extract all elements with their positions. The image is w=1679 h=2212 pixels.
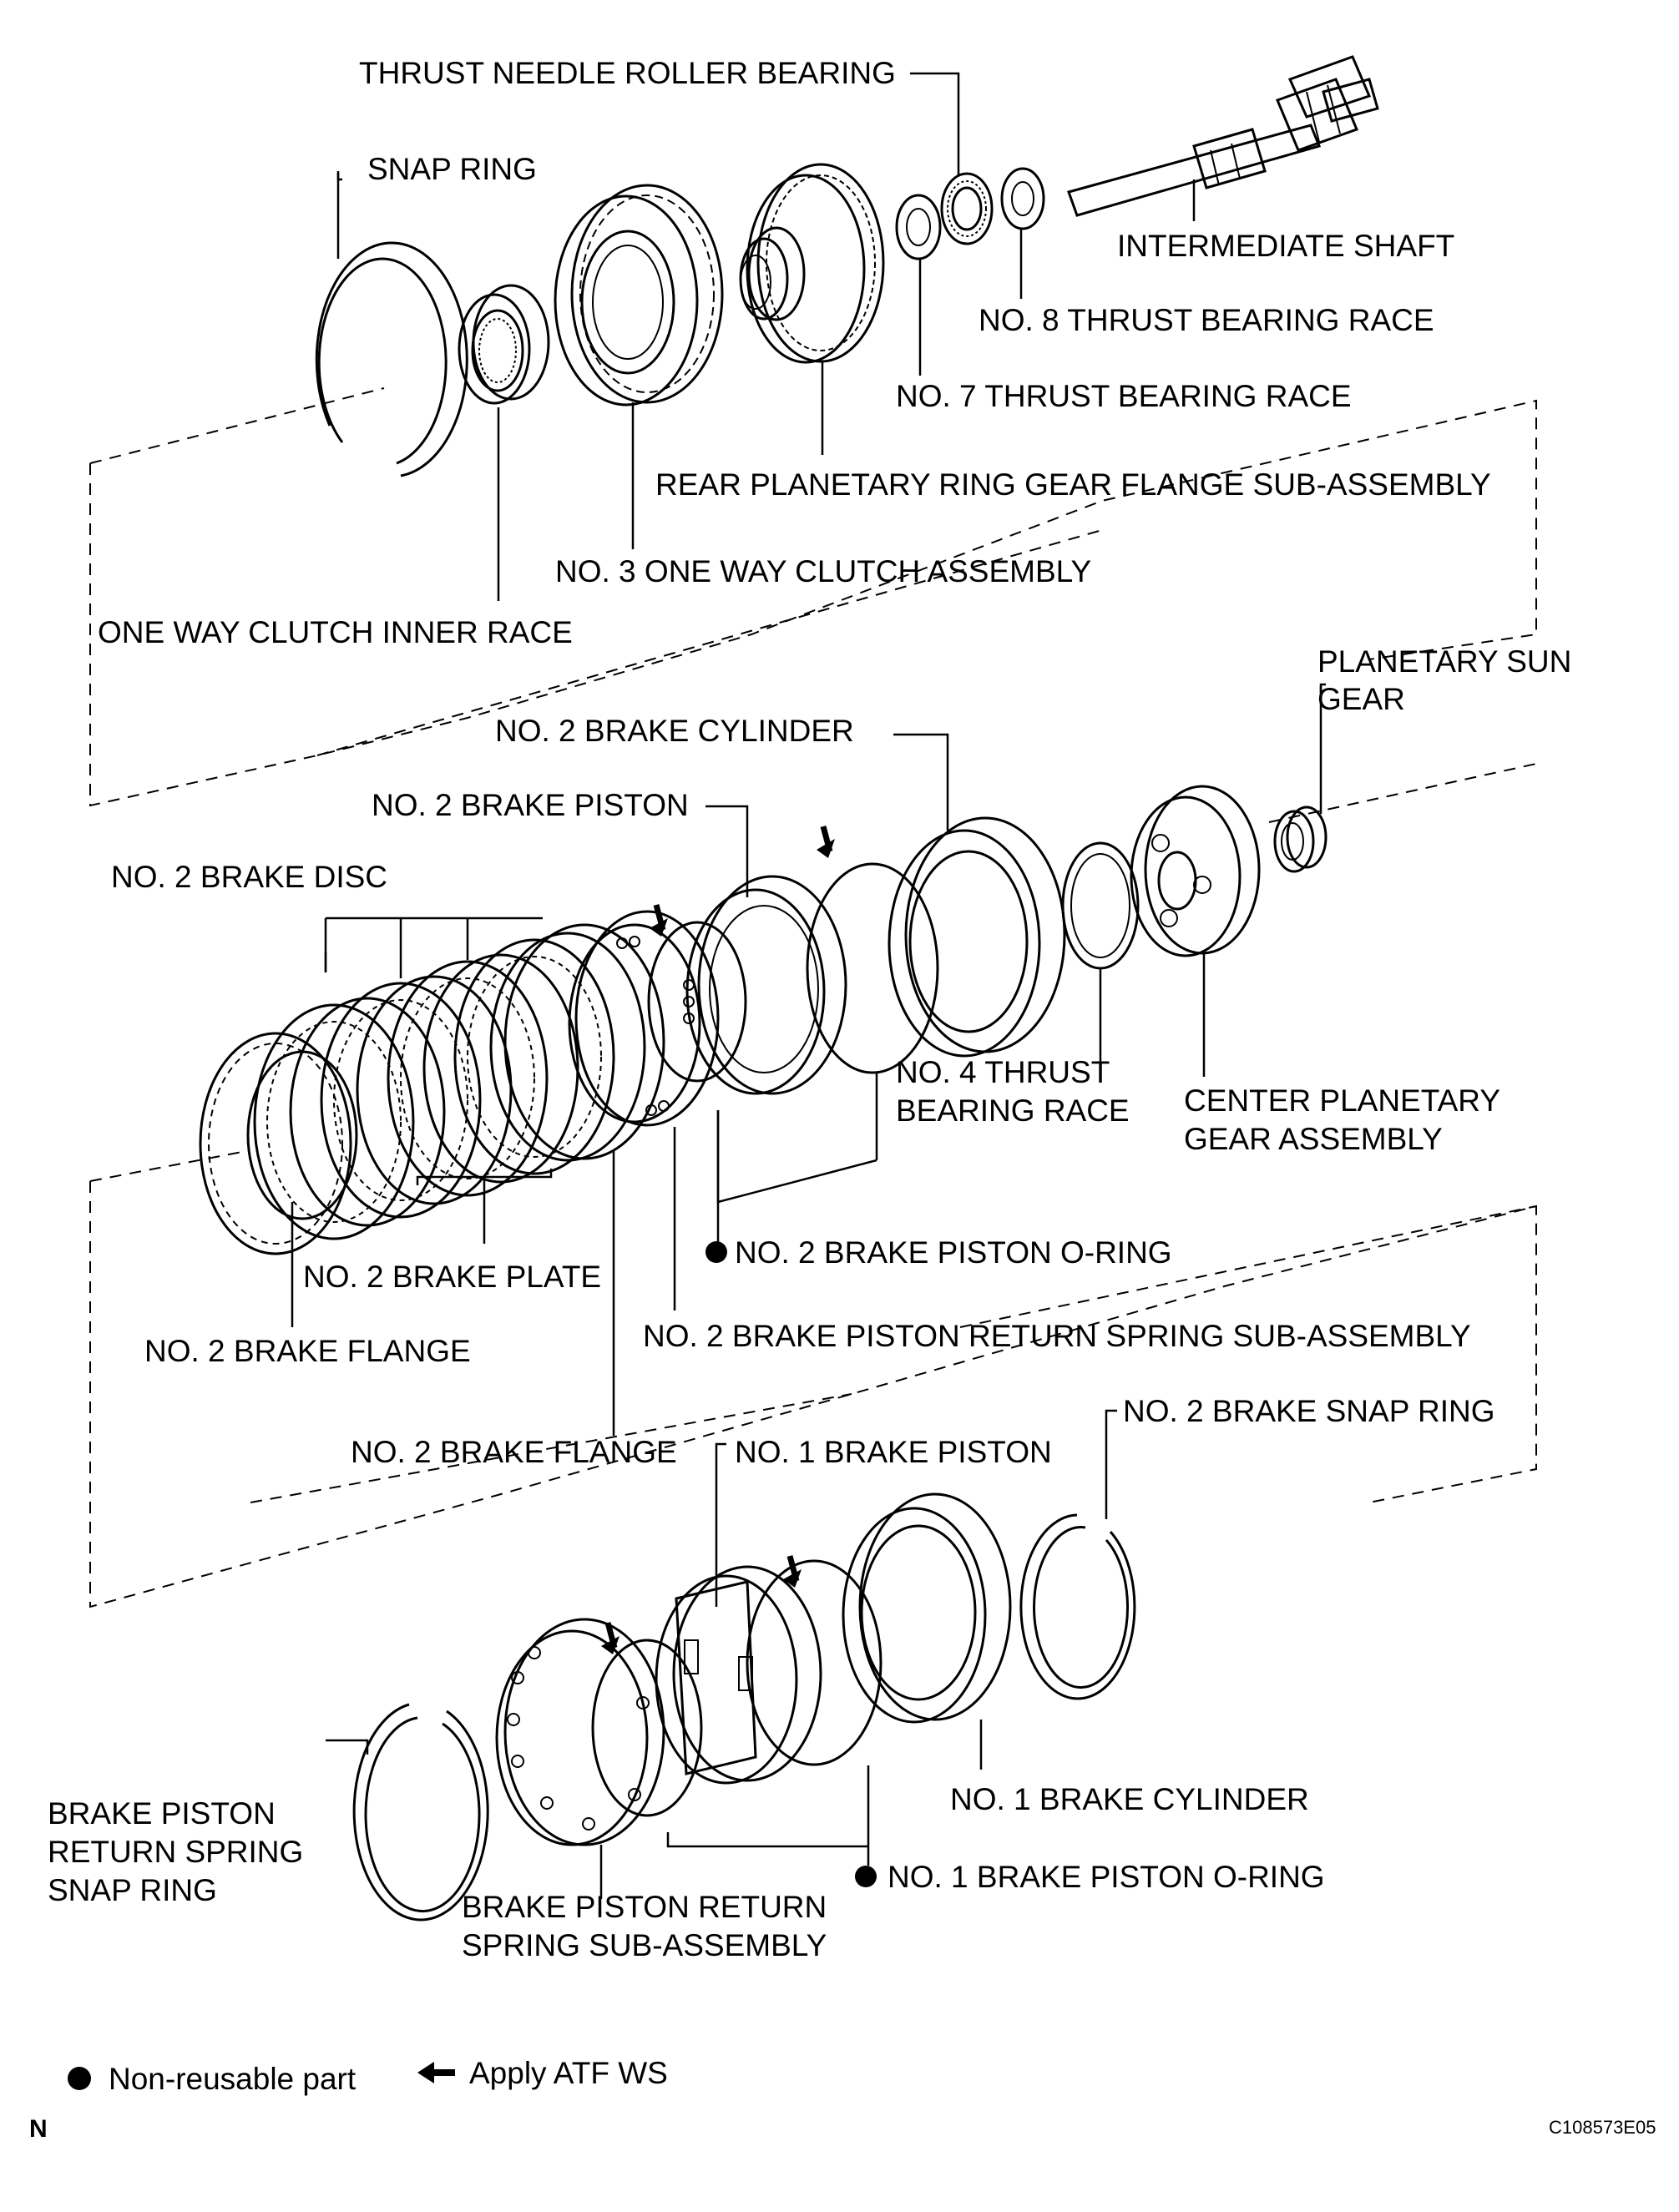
legend-apply-atf-label: Apply ATF WS <box>469 2056 668 2090</box>
label-snap-ring: SNAP RING <box>367 152 537 186</box>
label-no4-thrust-bearing-race: NO. 4 THRUST <box>896 1055 1110 1089</box>
one-way-clutch-inner-race <box>458 284 550 405</box>
no2-brake-snap-ring <box>1019 1513 1136 1700</box>
group-boundary-inner-b <box>316 529 1103 756</box>
brake-disc-plate-stack <box>253 923 665 1240</box>
thrust-needle-roller-bearing <box>940 172 994 245</box>
no2-brake-flange-front <box>199 1032 358 1255</box>
label-thrust-needle-roller-bearing: THRUST NEEDLE ROLLER BEARING <box>359 56 896 90</box>
apply-atf-arrow-icon <box>783 1555 802 1588</box>
label-intermediate-shaft: INTERMEDIATE SHAFT <box>1117 229 1454 263</box>
group-boundary-inner-f <box>959 1205 1537 1328</box>
apply-atf-arrow-icon <box>601 1622 620 1654</box>
label-no4-thrust-bearing-race-line2: BEARING RACE <box>896 1093 1130 1128</box>
group-boundary-inner-a <box>89 387 385 464</box>
label-no2-brake-piston-oring: NO. 2 BRAKE PISTON O-RING <box>735 1235 1172 1270</box>
group-boundary-middle <box>89 1181 1537 1608</box>
label-brake-piston-return-spring-snap-ring-line3: SNAP RING <box>48 1873 217 1907</box>
intermediate-shaft <box>1067 55 1379 217</box>
label-no2-brake-piston-return-spring: NO. 2 BRAKE PISTON RETURN SPRING SUB-ASS… <box>643 1319 1471 1353</box>
label-no1-brake-cylinder: NO. 1 BRAKE CYLINDER <box>950 1782 1309 1816</box>
label-planetary-sun-gear: PLANETARY SUN <box>1317 644 1571 679</box>
group-boundary-inner-e <box>250 1393 852 1503</box>
apply-atf-arrow-icon <box>817 826 835 858</box>
group-boundary-top <box>89 399 1537 807</box>
label-no2-brake-disc: NO. 2 BRAKE DISC <box>111 860 387 894</box>
legend: Non-reusable part Apply ATF WS <box>68 2056 668 2096</box>
label-no3-one-way-clutch: NO. 3 ONE WAY CLUTCH ASSEMBLY <box>555 554 1091 588</box>
center-planetary-gear-assembly <box>1130 785 1261 957</box>
label-no7-thrust-bearing-race: NO. 7 THRUST BEARING RACE <box>896 379 1352 413</box>
apply-atf-arrow-icon <box>650 904 668 937</box>
label-one-way-clutch-inner-race: ONE WAY CLUTCH INNER RACE <box>98 615 573 649</box>
figure-code: C108573E05 <box>1549 2117 1656 2138</box>
no1-brake-piston <box>655 1565 822 1785</box>
label-no2-brake-flange-a: NO. 2 BRAKE FLANGE <box>144 1334 471 1368</box>
label-planetary-sun-gear-line2: GEAR <box>1317 682 1405 716</box>
no1-brake-piston-oring-inner <box>591 1639 703 1817</box>
label-no1-brake-piston: NO. 1 BRAKE PISTON <box>735 1435 1052 1469</box>
apply-atf-legend-icon <box>417 2062 455 2083</box>
group-boundary-inner-d <box>89 1151 243 1182</box>
label-center-planetary-gear-line2: GEAR ASSEMBLY <box>1184 1122 1443 1156</box>
group-boundary-inner-c <box>1268 763 1537 823</box>
no3-one-way-clutch <box>554 184 724 407</box>
label-no2-brake-flange-b: NO. 2 BRAKE FLANGE <box>351 1435 677 1469</box>
no2-brake-cylinder <box>888 816 1066 1058</box>
brake-piston-return-spring-subassembly <box>495 1618 665 1846</box>
label-brake-piston-return-spring-snap-ring-line2: RETURN SPRING <box>48 1835 303 1869</box>
label-brake-piston-return-spring-sub-line2: SPRING SUB-ASSEMBLY <box>462 1928 827 1962</box>
snap-ring-top <box>315 241 468 477</box>
label-no8-thrust-bearing-race: NO. 8 THRUST BEARING RACE <box>979 303 1434 337</box>
non-reusable-legend-icon <box>68 2067 91 2090</box>
label-no1-brake-piston-oring: NO. 1 BRAKE PISTON O-RING <box>888 1860 1325 1894</box>
non-reusable-marker-icon <box>855 1866 877 1887</box>
no7-thrust-bearing-race <box>895 194 942 260</box>
corner-mark: N <box>29 2115 48 2143</box>
brake-piston-return-spring-snap-ring <box>352 1703 489 1922</box>
no4-thrust-bearing-race <box>1061 841 1140 970</box>
planetary-sun-gear <box>1273 806 1328 873</box>
label-no2-brake-plate: NO. 2 BRAKE PLATE <box>303 1260 601 1294</box>
rear-planetary-ring-gear-flange <box>739 163 885 364</box>
no2-brake-piston <box>685 875 847 1095</box>
no2-brake-piston-oring-upper <box>806 862 939 1074</box>
leader-lines <box>291 72 1326 1899</box>
label-brake-piston-return-spring-sub: BRAKE PISTON RETURN <box>462 1890 827 1924</box>
no1-brake-cylinder <box>842 1492 1012 1724</box>
label-no2-brake-piston: NO. 2 BRAKE PISTON <box>372 788 689 822</box>
no8-thrust-bearing-race <box>1000 167 1045 230</box>
label-no2-brake-cylinder: NO. 2 BRAKE CYLINDER <box>495 714 854 748</box>
label-rear-planetary-ring-gear: REAR PLANETARY RING GEAR FLANGE SUB-ASSE… <box>655 467 1491 502</box>
label-brake-piston-return-spring-snap-ring: BRAKE PISTON <box>48 1796 276 1831</box>
label-center-planetary-gear: CENTER PLANETARY <box>1184 1083 1500 1118</box>
non-reusable-marker-icon <box>705 1241 727 1263</box>
no1-brake-piston-oring-outer <box>746 1559 882 1766</box>
legend-non-reusable-label: Non-reusable part <box>109 2062 357 2096</box>
label-no2-brake-snap-ring: NO. 2 BRAKE SNAP RING <box>1123 1394 1495 1428</box>
no2-brake-piston-oring-inner <box>647 921 747 1083</box>
